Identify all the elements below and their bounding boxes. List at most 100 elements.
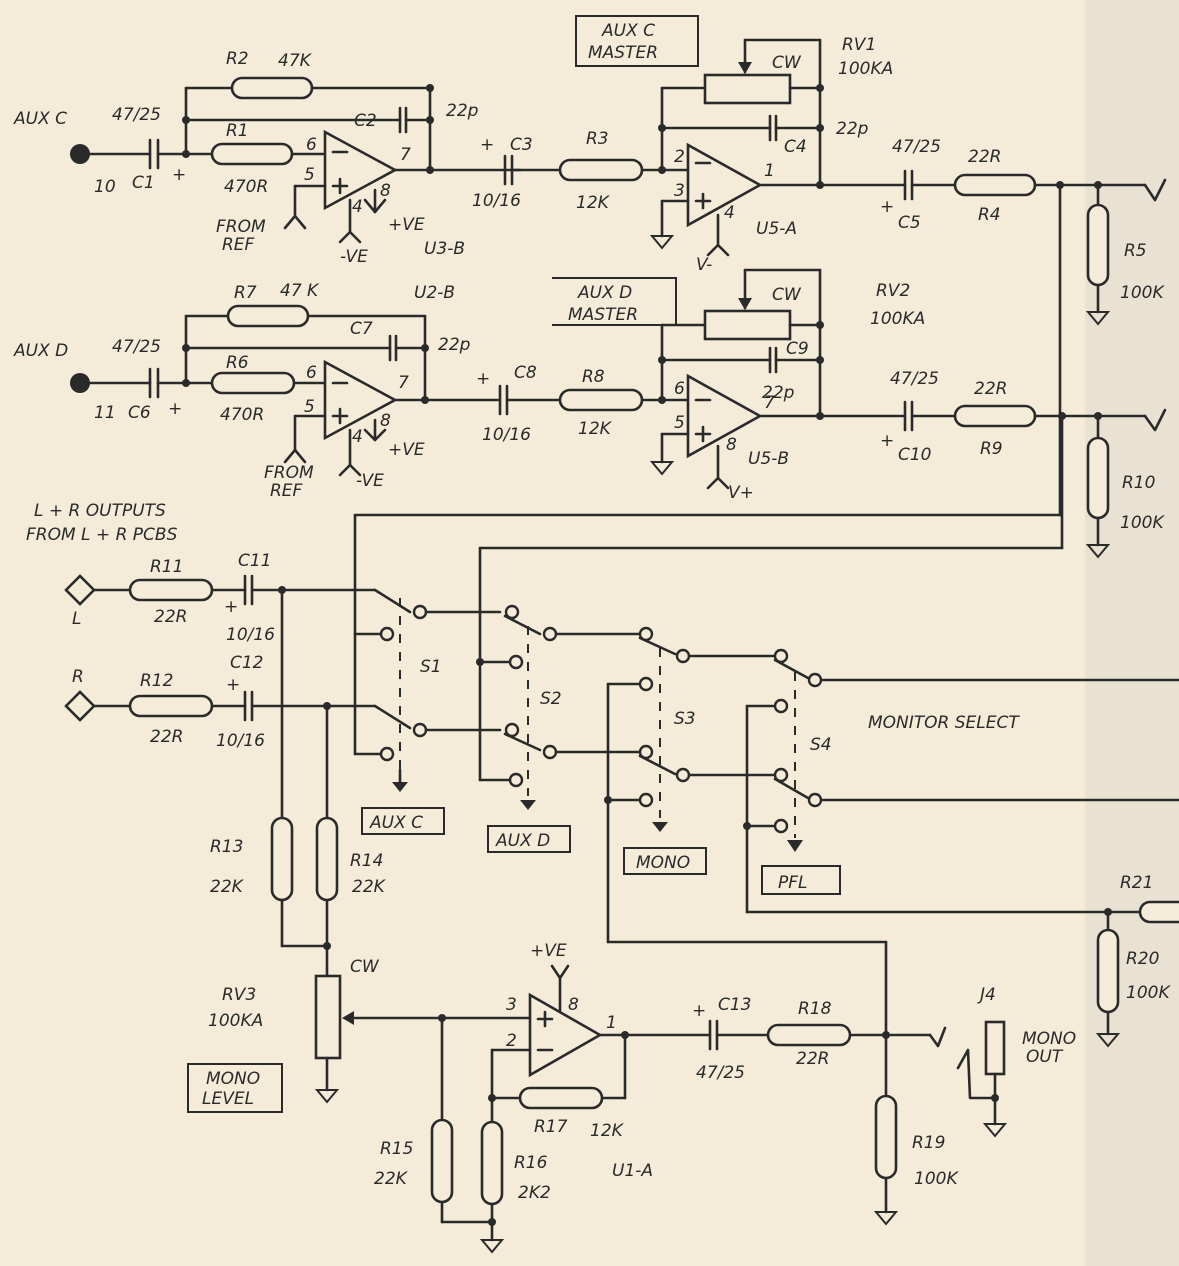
rv3-label: RV3	[222, 985, 256, 1005]
r15-label: R15	[380, 1139, 413, 1159]
r-label: R	[72, 667, 84, 687]
r5-resistor	[1086, 203, 1110, 287]
lr-inputs	[64, 574, 377, 722]
c10-value-label: 47/25	[890, 369, 939, 389]
r5-value-label: 100K	[1120, 283, 1165, 303]
auxc-input-label: AUX C	[13, 109, 67, 129]
u2b-label: U2-B	[414, 283, 455, 303]
r5-label: R5	[1124, 241, 1147, 261]
r13-resistor	[270, 816, 294, 902]
c2-label: C2	[354, 111, 377, 131]
r12-value-label: 22R	[150, 727, 183, 747]
mono-out-label-1: MONO	[1022, 1029, 1076, 1049]
from-ref-label-2: REF	[222, 235, 255, 255]
c4-label: C4	[784, 137, 807, 157]
r11-resistor	[128, 578, 214, 602]
auxd-output	[478, 400, 1167, 559]
v-plus-label: V+	[728, 483, 754, 503]
auxd-input-label: AUX D	[13, 341, 68, 361]
r1-value-label: 470R	[224, 177, 268, 197]
monitor-select-switches	[353, 513, 1179, 944]
c5-plus-label: +	[880, 197, 894, 217]
u1a-opamp	[528, 992, 603, 1078]
rv2-label: RV2	[876, 281, 910, 301]
r6-resistor	[210, 371, 296, 395]
r3-resistor	[558, 158, 644, 182]
r7-resistor	[226, 304, 310, 328]
pin-10-label: 10	[94, 177, 116, 197]
u1a-pin3: 3	[506, 995, 517, 1015]
rv3-value-label: 100KA	[208, 1011, 263, 1031]
u2-pin7: 7	[398, 373, 409, 393]
c10-plus-label: +	[880, 431, 894, 451]
c1-plus-label: +	[172, 165, 186, 185]
s4-label: S4	[810, 735, 832, 755]
c7-label: C7	[350, 319, 373, 339]
mono-level-label-1: MONO	[206, 1069, 260, 1089]
nve-label-1: -VE	[340, 247, 368, 267]
lr-outputs-label-2: FROM L + R PCBS	[26, 525, 178, 545]
u1a-pin1: 1	[606, 1013, 617, 1033]
u5a-pin2: 2	[674, 147, 685, 167]
c3-plus-label: +	[480, 135, 494, 155]
s3-label: S3	[674, 709, 696, 729]
c12-value-label: 10/16	[216, 731, 265, 751]
r12-label: R12	[140, 671, 173, 691]
r10-label: R10	[1122, 473, 1155, 493]
u1a-pin2: 2	[506, 1031, 517, 1051]
r17-label: R17	[534, 1117, 568, 1137]
u3-pin6: 6	[306, 135, 317, 155]
auxc-master-label-1: AUX C	[601, 21, 655, 41]
r14-value-label: 22K	[352, 877, 387, 897]
r9-label: R9	[980, 439, 1003, 459]
pve-label-1: +VE	[388, 215, 425, 235]
r20-value-label: 100K	[1126, 983, 1171, 1003]
u2b-opamp	[323, 359, 398, 441]
u5a-label: U5-A	[756, 219, 797, 239]
u2-pin4: 4	[352, 427, 363, 447]
bus-mono-label: MONO	[636, 853, 690, 873]
r7-label: R7	[234, 283, 257, 303]
c4-value-label: 22p	[836, 119, 869, 139]
r21-resistor	[1138, 900, 1179, 924]
c8-value-label: 10/16	[482, 425, 531, 445]
auxc-master-stage	[503, 38, 907, 257]
r12-resistor	[128, 694, 214, 718]
auxd-master-label-1: AUX D	[577, 283, 632, 303]
r2-value-label: 47K	[278, 51, 313, 71]
u3b-label: U3-B	[424, 239, 465, 259]
c3-value-label: 10/16	[472, 191, 521, 211]
j4-label: J4	[977, 985, 996, 1005]
u5a-pin3: 3	[674, 181, 685, 201]
r20-label: R20	[1126, 949, 1159, 969]
auxc-stage	[70, 76, 522, 244]
s1-label: S1	[420, 657, 442, 677]
from-ref-label-1: FROM	[216, 217, 266, 237]
c6-plus-label: +	[168, 399, 182, 419]
u2-pin8: 8	[380, 411, 391, 431]
u5a-pin4: 4	[724, 203, 735, 223]
cw-label-1: CW	[772, 53, 802, 73]
r8-value-label: 12K	[578, 419, 613, 439]
c6-value-label: 47/25	[112, 337, 161, 357]
r13-value-label: 22K	[210, 877, 245, 897]
c9-value-label: 22p	[762, 383, 795, 403]
r15-value-label: 22K	[374, 1169, 409, 1189]
r4-resistor	[953, 173, 1037, 197]
r16-label: R16	[514, 1153, 548, 1173]
r18-label: R18	[798, 999, 832, 1019]
u5b-opamp	[686, 373, 763, 459]
r9-resistor	[953, 404, 1037, 428]
u5b-label: U5-B	[748, 449, 789, 469]
bus-mono-box	[623, 847, 707, 875]
pfl-output	[1095, 900, 1179, 1048]
auxd-stage	[70, 304, 502, 477]
c11-label: C11	[238, 551, 272, 571]
r10-value-label: 100K	[1120, 513, 1165, 533]
monitor-select-label: MONITOR SELECT	[868, 713, 1020, 733]
bus-auxd-label: AUX D	[495, 831, 550, 851]
c5-value-label: 47/25	[892, 137, 941, 157]
r6-label: R6	[226, 353, 249, 373]
auxd-master-box	[552, 277, 677, 326]
